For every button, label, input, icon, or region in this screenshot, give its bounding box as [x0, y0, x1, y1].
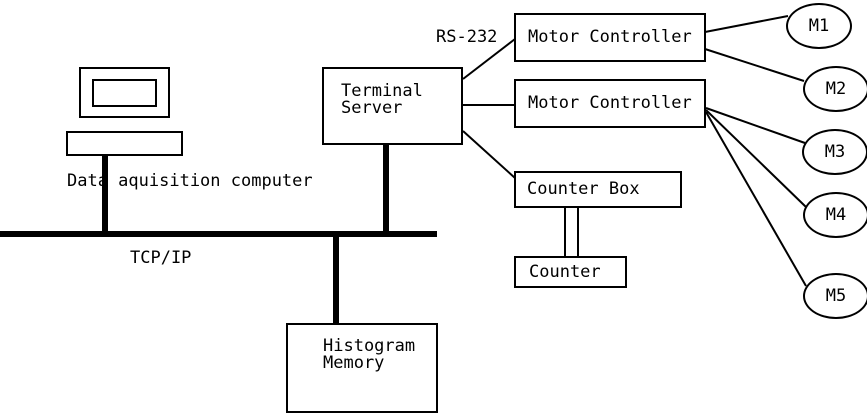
motor-controller-1-to-m2-line: [704, 48, 805, 82]
motor-m5-node: M5: [803, 273, 867, 319]
monitor-screen-icon: [92, 79, 157, 107]
motor-controller-1-label: Motor Controller: [528, 27, 692, 47]
histogram-memory-label-line2: Memory: [323, 353, 385, 373]
motor-m1-label: M1: [808, 15, 830, 36]
keyboard-icon: [66, 131, 183, 156]
motor-controller-2-to-m4-line: [705, 109, 807, 208]
motor-m2-node: M2: [803, 66, 867, 112]
motor-controller-1-to-m1-line: [704, 15, 789, 33]
histogram-memory-node: Histogram Memory: [286, 323, 438, 413]
motor-m2-label: M2: [825, 78, 847, 99]
counter-node: Counter: [514, 256, 627, 288]
tcp-ip-label: TCP/IP: [130, 248, 192, 268]
motor-m4-label: M4: [825, 204, 847, 225]
motor-m1-node: M1: [786, 3, 852, 49]
terminal-server-label-line2: Server: [341, 98, 403, 118]
motor-controller-2-label: Motor Controller: [528, 93, 692, 113]
motor-m3-label: M3: [824, 141, 846, 162]
counter-box-node: Counter Box: [514, 171, 682, 208]
terminal-server-to-motor-controller-1-line: [462, 38, 516, 80]
counter-label: Counter: [529, 261, 601, 282]
motor-controller-2-to-m5-line: [705, 111, 807, 287]
motor-m3-node: M3: [802, 129, 867, 175]
motor-m5-label: M5: [825, 285, 847, 306]
terminal-server-to-counter-box-line: [462, 130, 516, 179]
terminal-server-label-line1: Terminal: [341, 81, 423, 101]
terminal-server-node: Terminal Server: [322, 67, 463, 145]
motor-m4-node: M4: [803, 192, 867, 238]
motor-controller-2-to-m3-line: [705, 107, 806, 144]
motor-controller-1-node: Motor Controller: [514, 13, 706, 62]
counter-box-label: Counter Box: [527, 179, 640, 199]
histogram-memory-label-line1: Histogram: [323, 336, 416, 356]
data-acquisition-computer-label: Data aquisition computer: [67, 171, 313, 191]
motor-controller-2-node: Motor Controller: [514, 79, 706, 128]
rs-232-label: RS-232: [436, 27, 498, 47]
